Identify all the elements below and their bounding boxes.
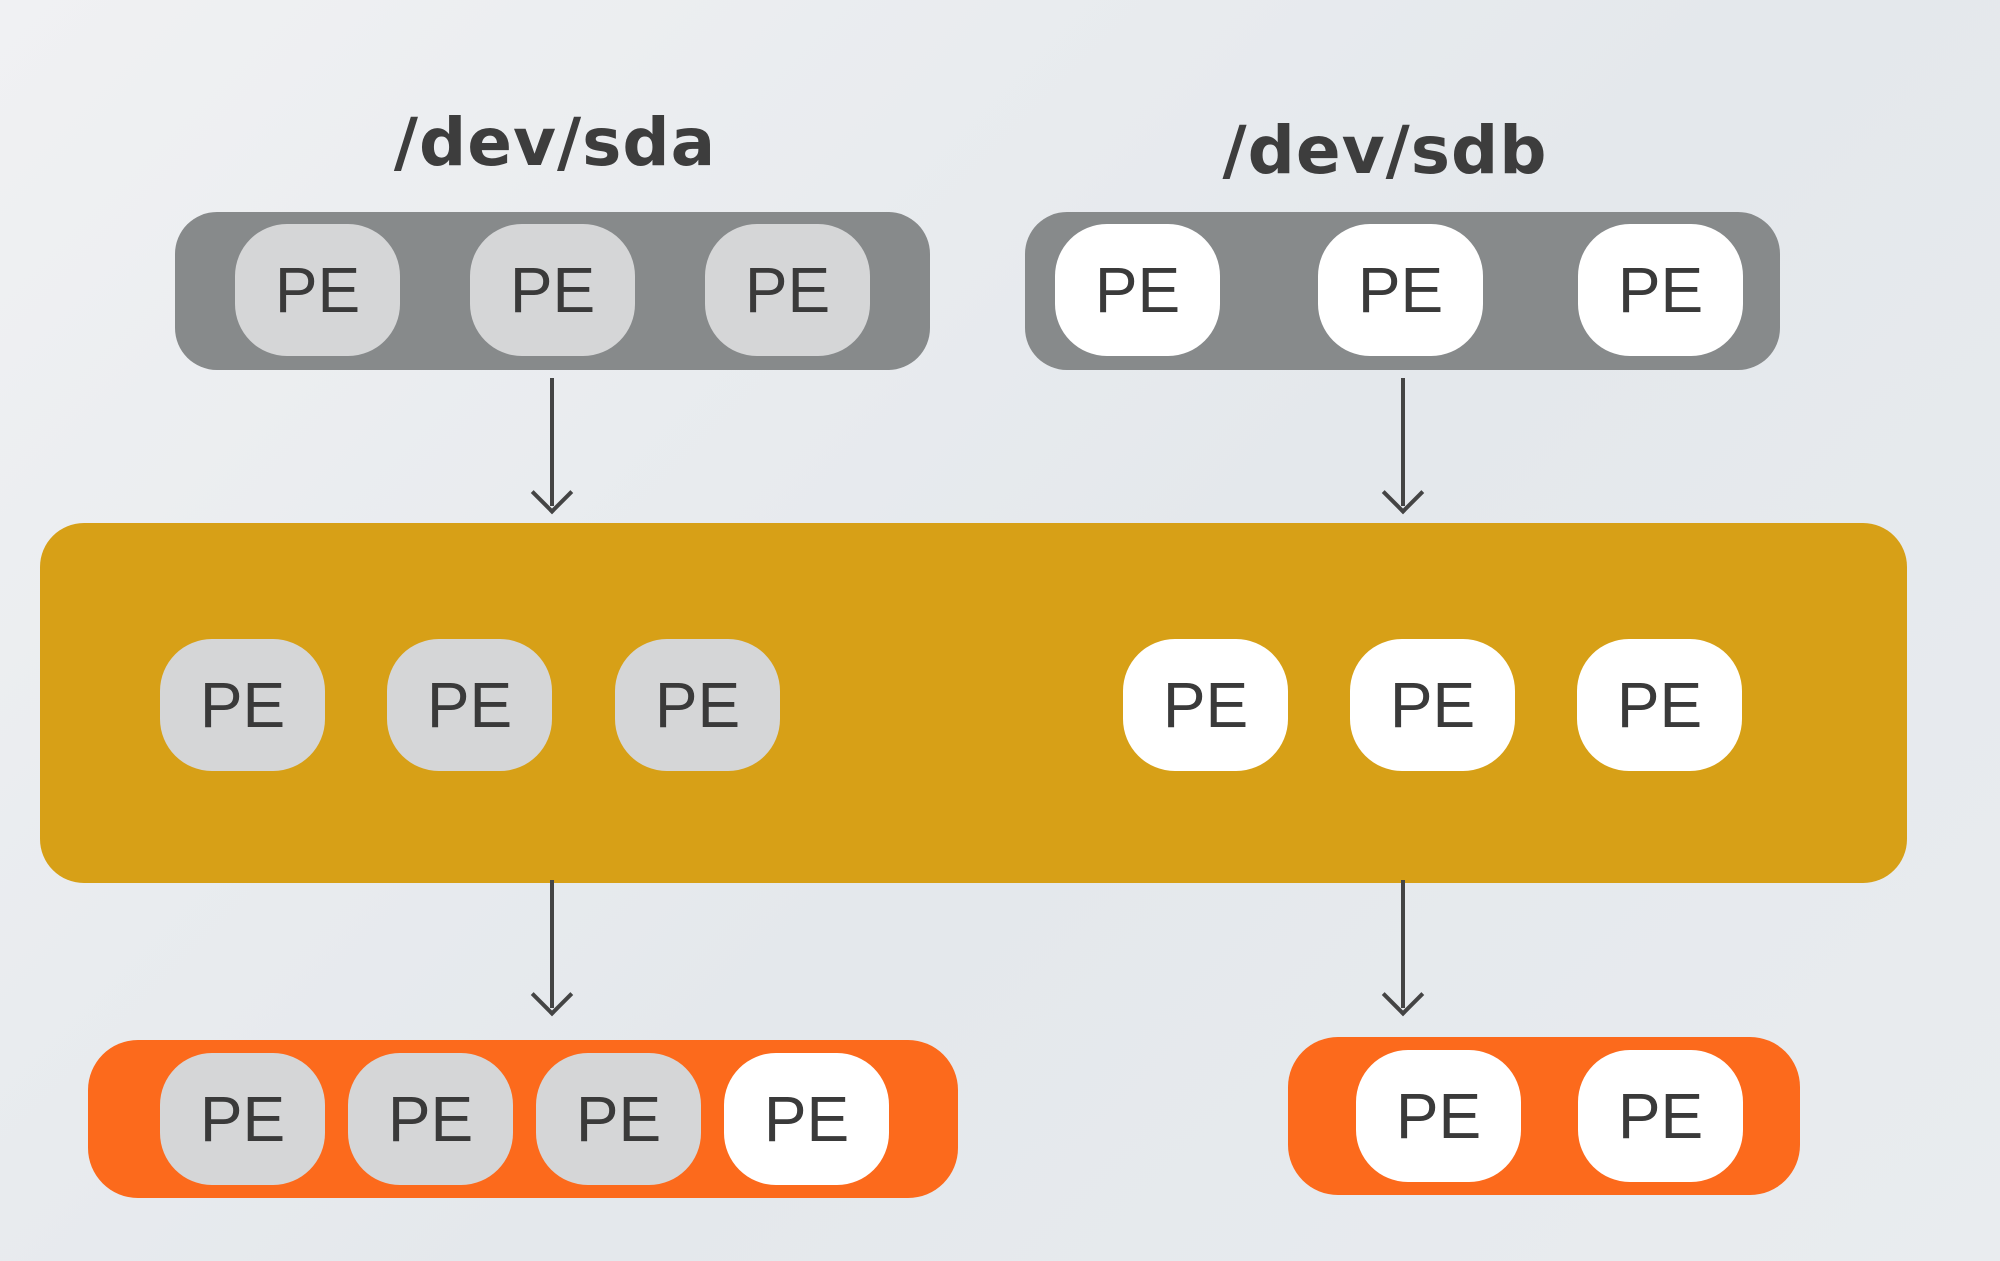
logical-volume-right: PE PE bbox=[1288, 1037, 1800, 1195]
pe-block: PE bbox=[1578, 224, 1743, 356]
volume-group: PE PE PE PE PE PE bbox=[40, 523, 1907, 883]
device-label-sda: /dev/sda bbox=[393, 104, 717, 181]
pe-block: PE bbox=[160, 1053, 325, 1185]
pe-block: PE bbox=[1577, 639, 1742, 771]
pe-block: PE bbox=[387, 639, 552, 771]
arrow-sda-to-volume-group bbox=[550, 378, 554, 506]
physical-volume-sdb: PE PE PE bbox=[1025, 212, 1780, 370]
arrow-sdb-to-volume-group bbox=[1401, 378, 1405, 506]
logical-volume-left: PE PE PE PE bbox=[88, 1040, 958, 1198]
pe-block: PE bbox=[348, 1053, 513, 1185]
pe-block: PE bbox=[1356, 1050, 1521, 1182]
pe-block: PE bbox=[1055, 224, 1220, 356]
pe-block: PE bbox=[470, 224, 635, 356]
device-label-sdb: /dev/sdb bbox=[1222, 112, 1548, 189]
pe-block: PE bbox=[1578, 1050, 1743, 1182]
arrow-volume-group-to-lv-left bbox=[550, 880, 554, 1008]
pe-block: PE bbox=[1318, 224, 1483, 356]
pe-block: PE bbox=[536, 1053, 701, 1185]
pe-block: PE bbox=[705, 224, 870, 356]
pe-block: PE bbox=[724, 1053, 889, 1185]
pe-block: PE bbox=[1123, 639, 1288, 771]
pe-block: PE bbox=[615, 639, 780, 771]
pe-block: PE bbox=[1350, 639, 1515, 771]
arrow-volume-group-to-lv-right bbox=[1401, 880, 1405, 1008]
pe-block: PE bbox=[160, 639, 325, 771]
physical-volume-sda: PE PE PE bbox=[175, 212, 930, 370]
pe-block: PE bbox=[235, 224, 400, 356]
